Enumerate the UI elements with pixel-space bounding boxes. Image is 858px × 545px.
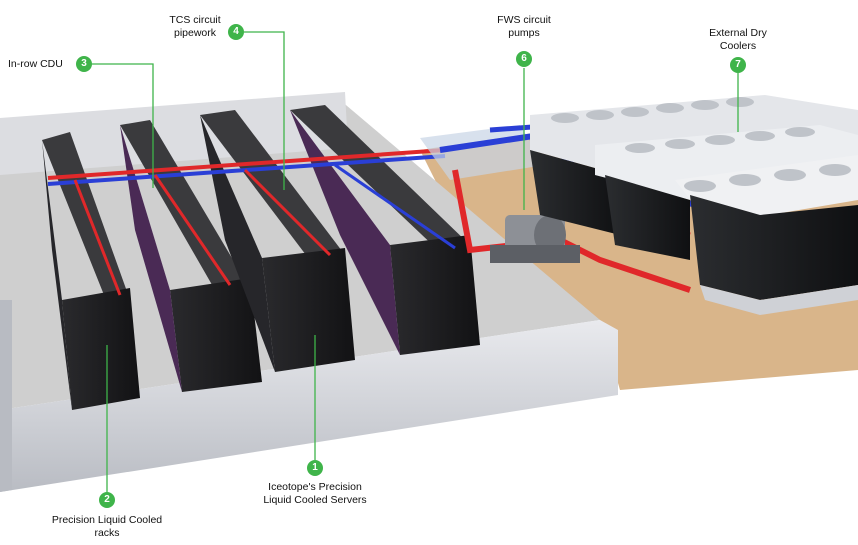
callout-7-badge: 7: [730, 57, 746, 73]
callout-4-label-line-1: TCS circuit: [169, 14, 221, 26]
callout-4-badge: 4: [228, 24, 244, 40]
callout-3-badge: 3: [76, 56, 92, 72]
callout-1-label-line-1: Iceotope's Precision: [268, 481, 362, 493]
leader-line-4: [244, 31, 285, 190]
callout-7-label-line-1: External Dry: [709, 27, 767, 39]
data-hall-front-wall: [0, 320, 618, 492]
tcs-circuit-pipework: [47, 148, 456, 296]
precision-liquid-cooled-racks: [42, 105, 480, 410]
callout-1-label-line-2: Liquid Cooled Servers: [263, 494, 367, 506]
callout-4-label: TCS circuit pipework: [150, 14, 240, 40]
callout-7-label-line-2: Coolers: [719, 40, 757, 52]
callout-3-label: In-row CDU: [8, 58, 63, 71]
callout-6-label: FWS circuit pumps: [479, 14, 569, 40]
callout-6-label-line-2: pumps: [508, 27, 540, 39]
callout-7-label: External Dry Coolers: [693, 27, 783, 53]
callout-leader-lines: [92, 31, 739, 492]
data-hall-left-wall: [0, 300, 12, 492]
leader-line-3: [92, 63, 154, 188]
callout-2-badge: 2: [99, 492, 115, 508]
external-dry-coolers: [530, 95, 858, 315]
fws-circuit-pumps: [490, 215, 580, 263]
callout-1-badge: 1: [307, 460, 323, 476]
callout-1-label: Iceotope's Precision Liquid Cooled Serve…: [240, 481, 390, 507]
callout-2-label-line-1: Precision Liquid Cooled: [51, 514, 163, 526]
callout-6-label-line-1: FWS circuit: [497, 14, 551, 26]
callout-3-label-line-1: In-row CDU: [8, 58, 63, 70]
callout-4-label-line-2: pipework: [173, 27, 217, 39]
callout-6-badge: 6: [516, 51, 532, 67]
callout-2-label: Precision Liquid Cooled racks: [32, 514, 182, 540]
callout-2-label-line-2: racks: [94, 527, 120, 539]
